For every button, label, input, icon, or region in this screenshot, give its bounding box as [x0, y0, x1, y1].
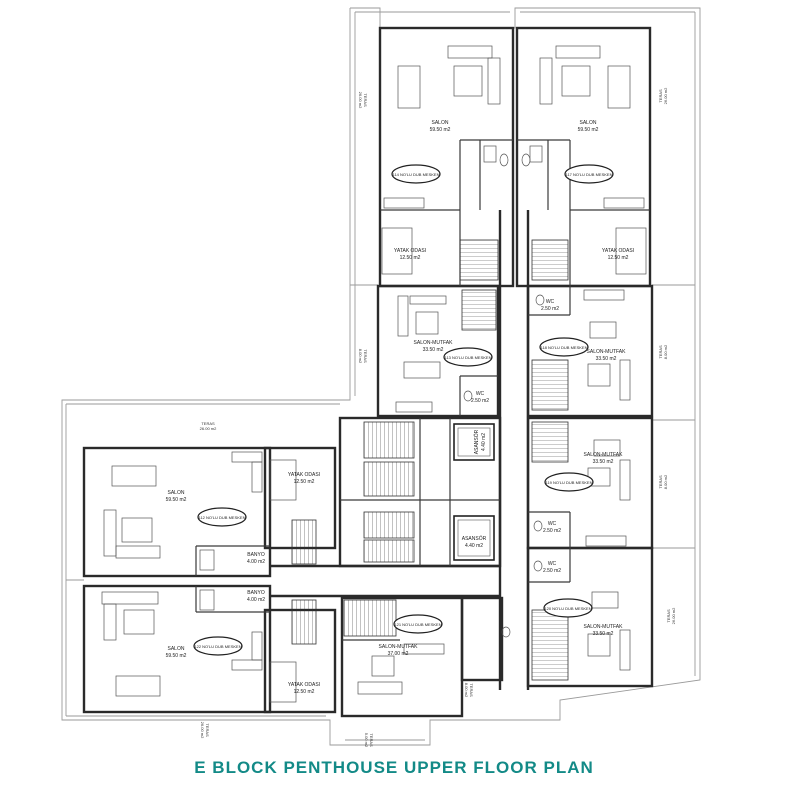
banyo-label: BANYO: [247, 590, 265, 596]
svg-text:26.00 m2: 26.00 m2: [200, 722, 205, 739]
salon-area: 59.50 m2: [166, 653, 187, 659]
svg-text:8.00 m2: 8.00 m2: [464, 683, 469, 698]
elevator-label: ASANSÖR: [473, 429, 480, 454]
plan-title: E BLOCK PENTHOUSE UPPER FLOOR PLAN: [194, 758, 594, 777]
wc-label: WC: [548, 521, 557, 527]
wc-label: WC: [548, 561, 557, 567]
salon-area: 59.50 m2: [430, 127, 451, 133]
svg-text:TERAS: TERAS: [201, 421, 215, 426]
unit-label-117: 117 NO'LU DUB MESKEN: [564, 164, 614, 184]
svg-text:26.00 m2: 26.00 m2: [358, 92, 363, 109]
bedroom-label: YATAK ODASI: [288, 472, 320, 478]
salon-mutfak-area: 37.00 m2: [388, 651, 409, 657]
bedroom-label: YATAK ODASI: [394, 248, 426, 254]
bedroom-label: YATAK ODASI: [602, 248, 634, 254]
svg-text:26.00 m2: 26.00 m2: [663, 87, 668, 104]
unit-label-120: 120 NO'LU DUB MESKEN: [543, 598, 593, 618]
wc-area: 2.50 m2: [543, 528, 561, 534]
wc-area: 2.50 m2: [543, 568, 561, 574]
bedroom-area: 12.50 m2: [294, 479, 315, 485]
salon-area: 59.50 m2: [578, 127, 599, 133]
svg-text:TERAS: TERAS: [205, 723, 210, 737]
interior-walls: [195, 139, 650, 641]
svg-text:119 NO'LU DUB MESKEN: 119 NO'LU DUB MESKEN: [546, 480, 593, 485]
salon-mutfak-label: SALON-MUTFAK: [379, 644, 419, 650]
banyo-area: 4.00 m2: [247, 559, 265, 565]
salon-area: 59.50 m2: [166, 497, 187, 503]
terrace-labels: TERAS 26.00 m2 TERAS 26.00 m2 TERAS 8.00…: [200, 87, 676, 748]
salon-mutfak-label: SALON-MUTFAK: [587, 349, 627, 355]
salon-mutfak-area: 33.50 m2: [593, 459, 614, 465]
svg-text:TERAS: TERAS: [469, 683, 474, 697]
salon-mutfak-area: 33.50 m2: [593, 631, 614, 637]
salon-label: SALON: [580, 120, 597, 126]
salon-label: SALON: [168, 646, 185, 652]
svg-text:TERAS: TERAS: [666, 609, 671, 623]
svg-text:120 NO'LU DUB MESKEN: 120 NO'LU DUB MESKEN: [544, 606, 591, 611]
svg-text:122 NO'LU DUB MESKEN: 122 NO'LU DUB MESKEN: [194, 644, 241, 649]
salon-mutfak-label: SALON-MUTFAK: [584, 624, 624, 630]
salon-mutfak-area: 33.50 m2: [423, 347, 444, 353]
svg-text:26.00 m2: 26.00 m2: [200, 426, 217, 431]
wc-label: WC: [546, 299, 555, 305]
unit-label-113: 113 NO'LU DUB MESKEN: [443, 347, 493, 367]
svg-text:26.00 m2: 26.00 m2: [671, 607, 676, 624]
svg-text:TERAS: TERAS: [363, 349, 368, 363]
wc-area: 2.50 m2: [471, 398, 489, 404]
svg-text:121 NO'LU DUB MESKEN: 121 NO'LU DUB MESKEN: [394, 622, 441, 627]
unit-label-114: 114 NO'LU DUB MESKEN: [391, 164, 441, 184]
svg-text:114 NO'LU DUB MESKEN: 114 NO'LU DUB MESKEN: [393, 172, 440, 177]
salon-label: SALON: [168, 490, 185, 496]
wc-area: 2.50 m2: [541, 306, 559, 312]
svg-text:112 NO'LU DUB MESKEN: 112 NO'LU DUB MESKEN: [199, 515, 246, 520]
bedroom-area: 12.50 m2: [400, 255, 421, 261]
bedroom-label: YATAK ODASI: [288, 682, 320, 688]
wc-label: WC: [476, 391, 485, 397]
unit-label-121: 121 NO'LU DUB MESKEN: [393, 614, 443, 634]
svg-text:8.00 m2: 8.00 m2: [663, 344, 668, 359]
bedroom-area: 12.50 m2: [294, 689, 315, 695]
svg-text:8.00 m2: 8.00 m2: [358, 349, 363, 364]
elevator-label: ASANSÖR: [462, 535, 487, 542]
svg-text:TERAS: TERAS: [369, 733, 374, 747]
elevators: [453, 423, 495, 561]
svg-text:118 NO'LU DUB MESKEN: 118 NO'LU DUB MESKEN: [541, 345, 588, 350]
svg-text:TERAS: TERAS: [658, 475, 663, 489]
svg-text:5.00 m2: 5.00 m2: [364, 733, 369, 748]
unit-label-112: 112 NO'LU DUB MESKEN: [197, 507, 247, 527]
room-labels: SALON 59.50 m2 SALON 59.50 m2 SALON 59.5…: [166, 120, 635, 695]
furniture: [101, 45, 647, 703]
svg-text:8.00 m2: 8.00 m2: [663, 474, 668, 489]
staircases: [291, 239, 569, 681]
bedroom-area: 12.50 m2: [608, 255, 629, 261]
elevator-area: 4.40 m2: [465, 543, 483, 549]
unit-labels: 114 NO'LU DUB MESKEN 117 NO'LU DUB MESKE…: [193, 164, 614, 656]
banyo-label: BANYO: [247, 552, 265, 558]
unit-label-118: 118 NO'LU DUB MESKEN: [539, 337, 589, 357]
unit-label-122: 122 NO'LU DUB MESKEN: [193, 636, 243, 656]
svg-text:TERAS: TERAS: [363, 93, 368, 107]
salon-mutfak-label: SALON-MUTFAK: [414, 340, 454, 346]
svg-text:113 NO'LU DUB MESKEN: 113 NO'LU DUB MESKEN: [445, 355, 492, 360]
unit-label-119: 119 NO'LU DUB MESKEN: [544, 472, 594, 492]
svg-text:TERAS: TERAS: [658, 345, 663, 359]
svg-text:117 NO'LU DUB MESKEN: 117 NO'LU DUB MESKEN: [566, 172, 613, 177]
banyo-area: 4.00 m2: [247, 597, 265, 603]
salon-label: SALON: [432, 120, 449, 126]
elevator-area: 4.40 m2: [481, 433, 487, 451]
svg-text:TERAS: TERAS: [658, 89, 663, 103]
salon-mutfak-label: SALON-MUTFAK: [584, 452, 624, 458]
salon-mutfak-label-area: 33.50 m2: [596, 356, 617, 362]
